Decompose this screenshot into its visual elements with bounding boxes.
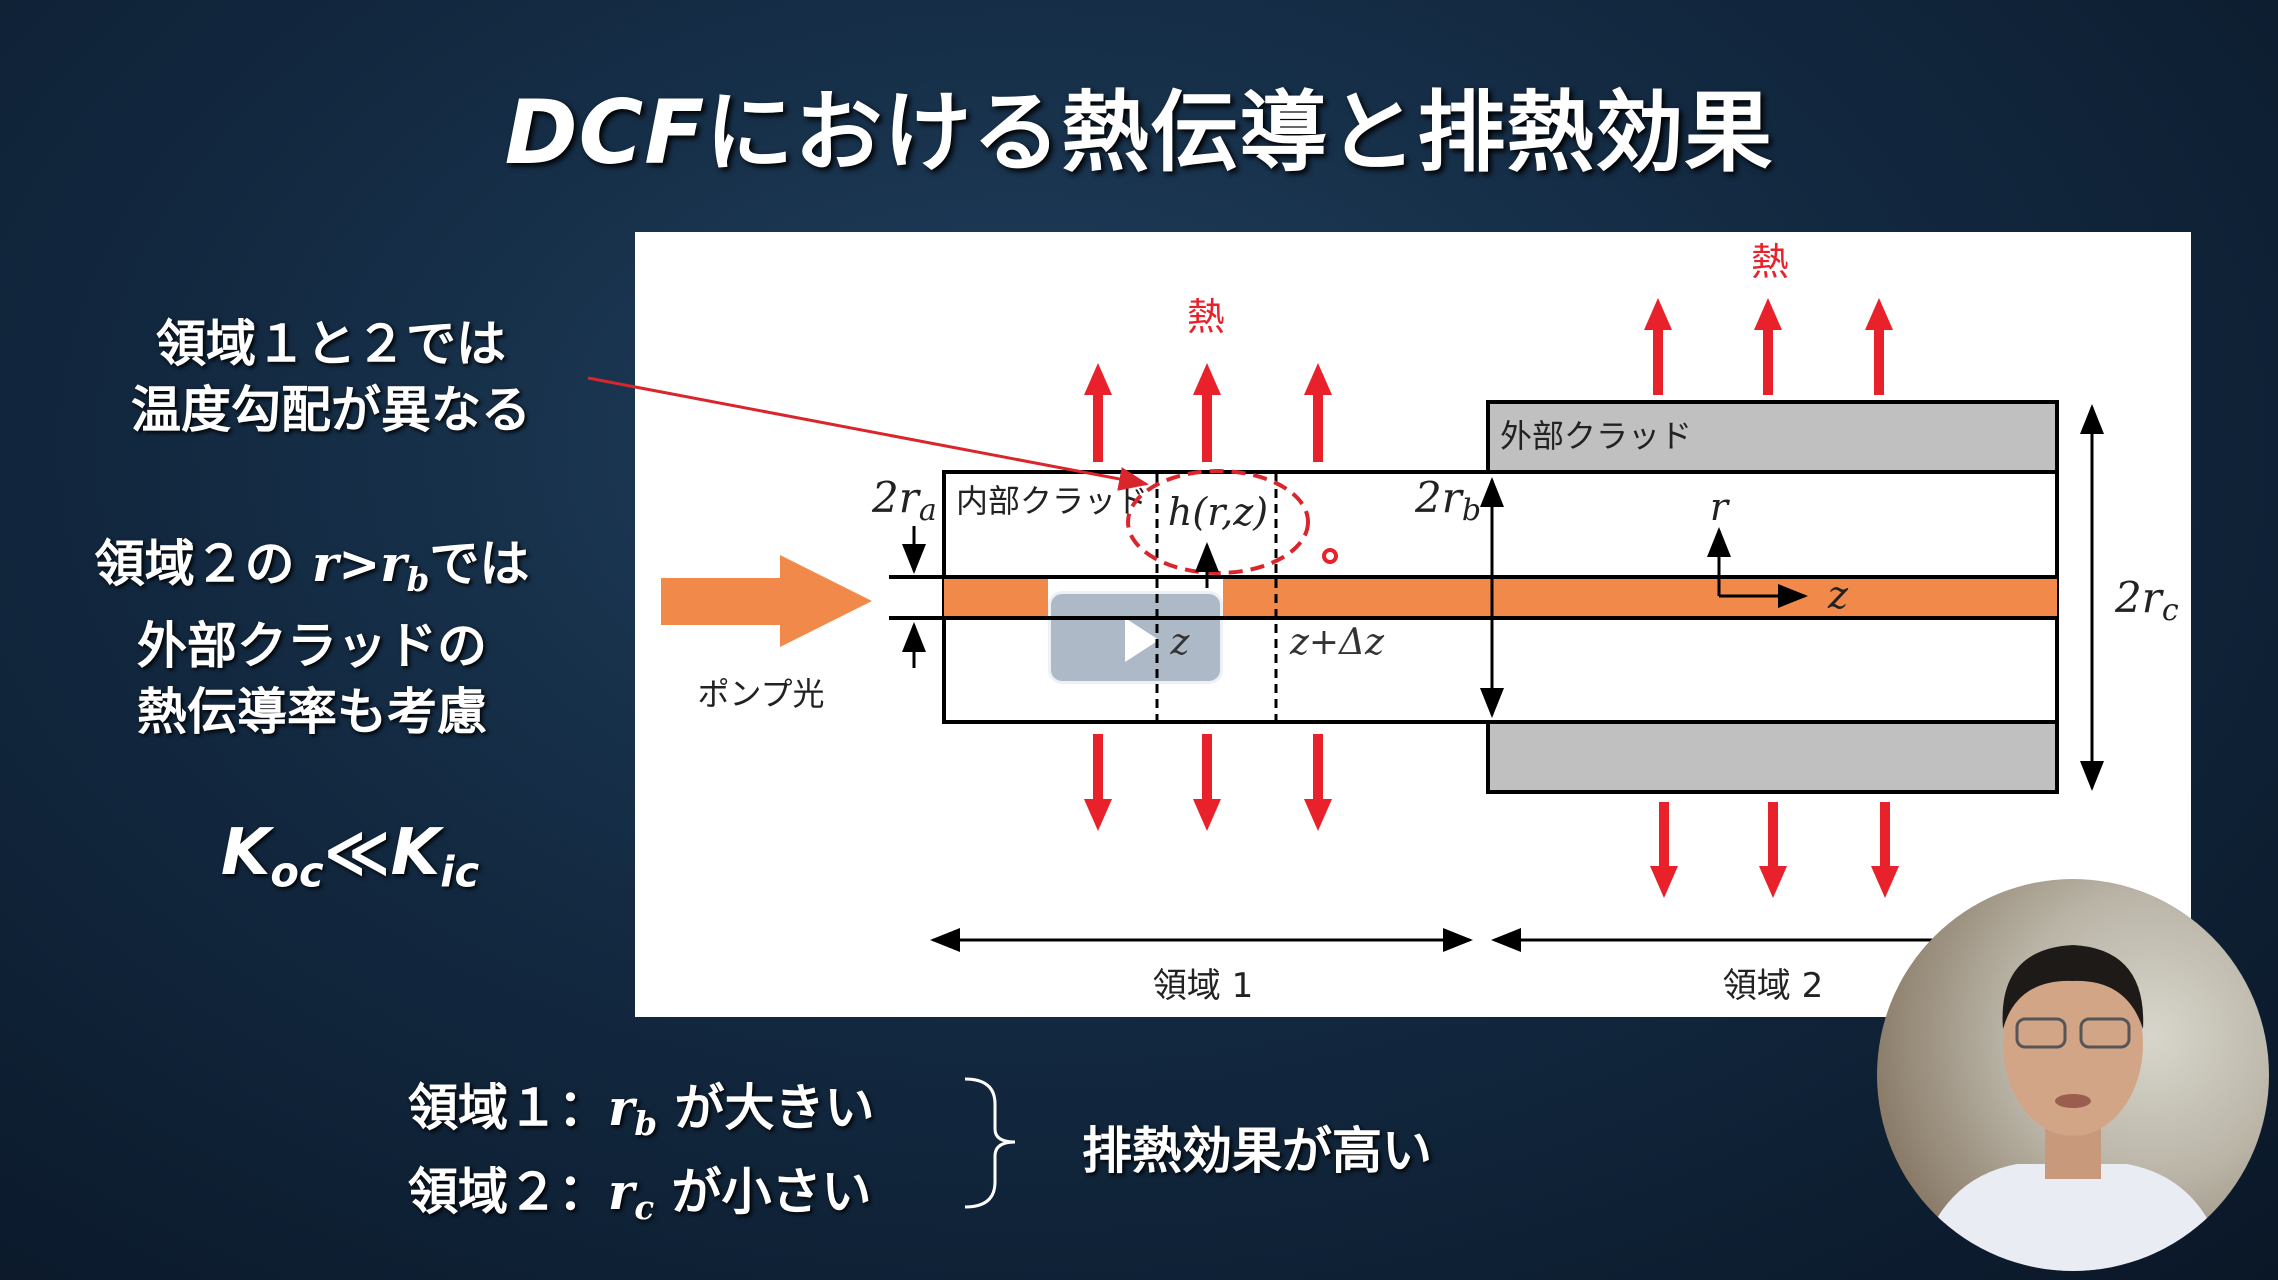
- video-play-button[interactable]: [1048, 591, 1223, 684]
- title-dcf: DCF: [504, 81, 706, 184]
- title-text: における熱伝導と排熱効果: [705, 81, 1774, 184]
- t: c: [634, 1187, 655, 1227]
- t: K: [220, 816, 271, 890]
- t: が小さい: [654, 1162, 872, 1221]
- t: が大きい: [657, 1079, 875, 1137]
- conductivity-relation: Koc≪Kic: [200, 820, 500, 905]
- brace-icon: [964, 1077, 1016, 1209]
- t: r: [608, 1078, 635, 1137]
- presenter-image: [1917, 945, 2227, 1271]
- conclusion-text: 排熱効果が高い: [1082, 1122, 1432, 1180]
- t: では: [429, 535, 530, 593]
- t: 領域２：: [408, 1162, 608, 1221]
- slide-title: DCFにおける熱伝導と排熱効果: [0, 62, 2278, 189]
- figure-panel: [635, 232, 2191, 1017]
- t: b: [406, 559, 430, 599]
- t: K: [390, 816, 441, 890]
- t: >: [338, 535, 381, 593]
- t: r: [312, 534, 339, 593]
- play-icon: [1125, 618, 1159, 662]
- t: ≪: [323, 816, 391, 890]
- t: 領域２の: [94, 535, 313, 593]
- t: b: [634, 1103, 658, 1143]
- note1-line2: 温度勾配が異なる: [131, 381, 531, 439]
- note-outer-clad: 領域２の r>rbでは 外部クラッドの 熱伝導率も考慮: [52, 531, 572, 745]
- summary-row2: 領域２：rc が小さい: [408, 1158, 875, 1242]
- note2-line2: 外部クラッドの: [137, 616, 487, 675]
- note1-line1: 領域１と２では: [156, 315, 506, 373]
- t: 領域１：: [408, 1079, 608, 1137]
- summary-row1: 領域１：rb が大きい: [408, 1074, 875, 1158]
- t: oc: [270, 847, 324, 897]
- note-gradient: 領域１と２では 温度勾配が異なる: [131, 311, 531, 443]
- note2-line1: 領域２の r>rbでは: [52, 531, 572, 613]
- t: ic: [440, 847, 480, 897]
- t: r: [380, 534, 407, 593]
- note2-line3: 熱伝導率も考慮: [137, 682, 487, 741]
- t: r: [608, 1161, 635, 1221]
- bottom-summary: 領域１：rb が大きい 領域２：rc が小さい: [408, 1074, 875, 1242]
- webcam-presenter: [1877, 879, 2269, 1271]
